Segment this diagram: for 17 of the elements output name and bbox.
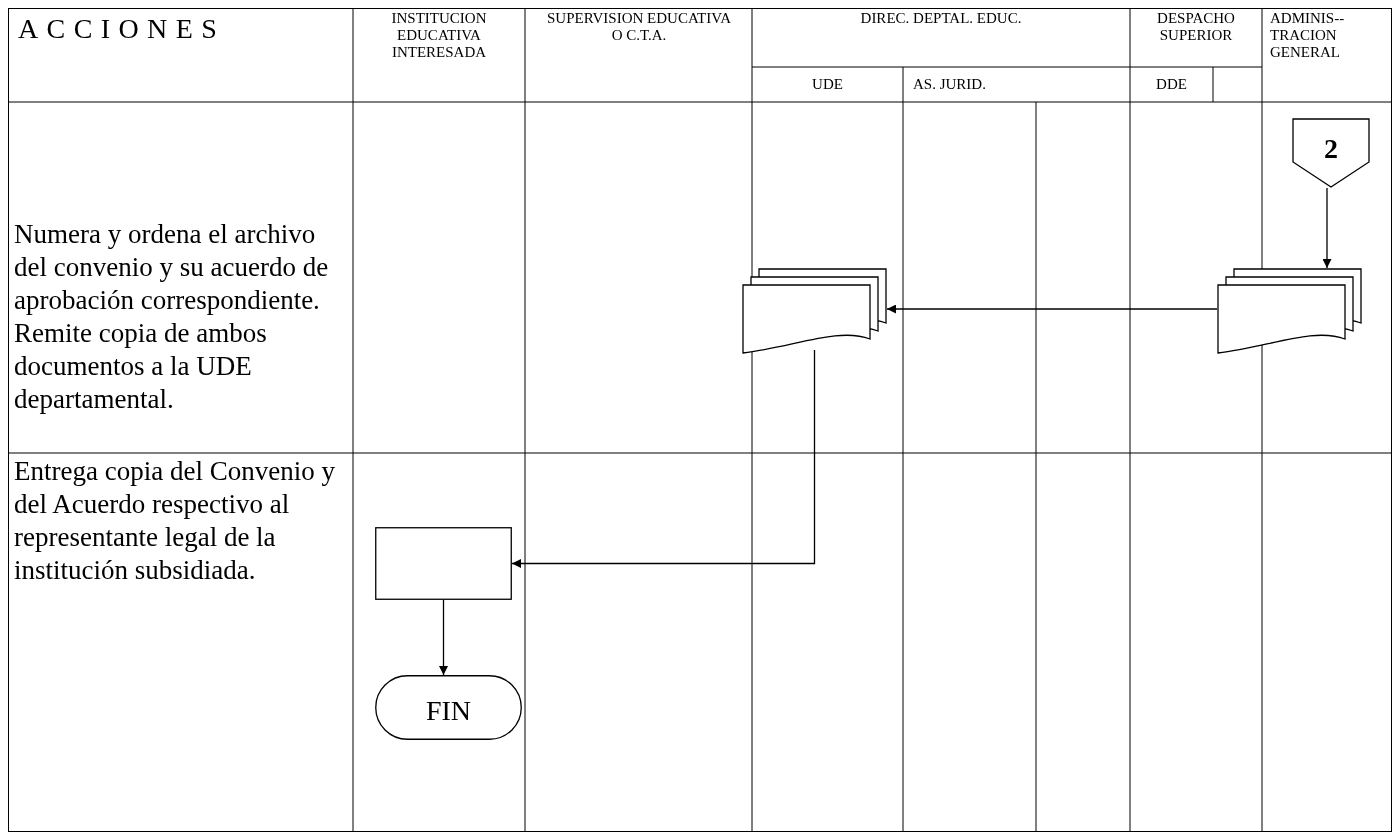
action-text: Entrega copia del Convenio y del Acuerdo respectivo al representante legal de la institución subsidiada. [14,455,336,587]
column-header: INSTITUCION EDUCATIVA INTERESADA [390,10,488,61]
action-text: Numera y ordena el archivo del convenio y su acuerdo de aprobación correspondiente. Remite copia de ambos documentos a la UDE departamental. [14,218,330,416]
column-header: DESPACHO SUPERIOR [1156,10,1236,44]
arrow [886,304,1218,314]
column-header: AS. JURID. [912,76,987,93]
arrow [511,349,816,568]
column-header: DIREC. DEPTAL. EDUC. [859,10,1023,27]
column-header: UDE [811,76,844,93]
column-header: ADMINIS-- TRACION GENERAL [1269,10,1346,61]
arrow [439,599,448,676]
column-header: SUPERVISION EDUCATIVA O C.T.A. [546,10,732,44]
column-header: DDE [1155,76,1188,93]
table-heading: ACCIONES [18,12,227,46]
terminator-label: FIN [425,695,472,726]
connector-number: 2 [1324,133,1338,164]
arrow [1322,187,1332,269]
